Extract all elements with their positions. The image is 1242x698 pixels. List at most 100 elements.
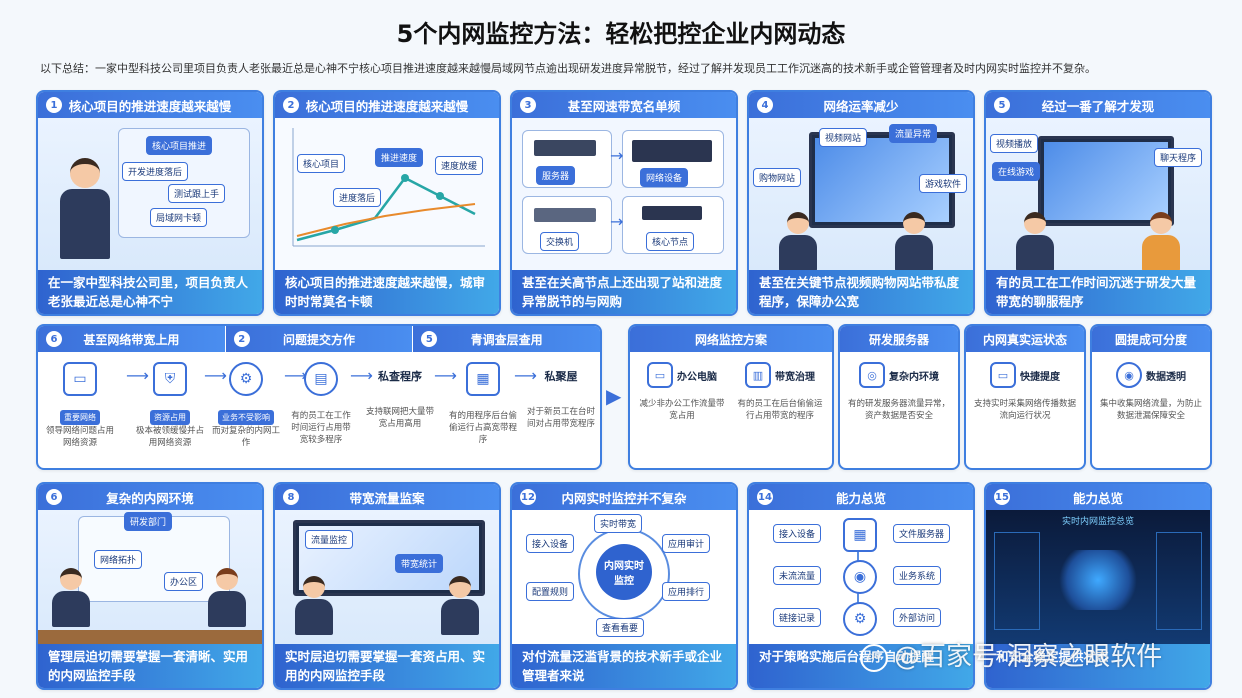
panel-network-plan: 网络监控方案 ▭办公电脑 减少非办公工作流量带宽占用 ▥带宽治理 有的员工在后台… bbox=[628, 324, 834, 470]
card-number: 4 bbox=[757, 97, 773, 113]
watermark-text: @百家号·洞察之眼软件 bbox=[894, 642, 1163, 672]
card-title: 能力总览 bbox=[1072, 490, 1123, 506]
panel-title: 圆提成可分度 bbox=[1092, 326, 1210, 352]
label: 网络设备 bbox=[640, 168, 689, 187]
card-title: 核心项目的推进速度越来越慢 bbox=[68, 98, 232, 114]
illustration-dashboard: 实时内网监控总览 bbox=[986, 510, 1210, 644]
desk bbox=[38, 630, 262, 644]
document-icon: ▤ bbox=[304, 362, 338, 396]
item-text: 减少非办公工作流量带宽占用 bbox=[639, 399, 725, 421]
flow-step: 私聚屋 对于新员工在台时间对占用带宽程序 bbox=[526, 362, 596, 430]
label: 网络拓扑 bbox=[94, 550, 143, 569]
label: 核心项目 bbox=[297, 154, 346, 173]
arrow-icon: → bbox=[610, 212, 624, 231]
page-title: 5个内网监控方法：轻松把控企业内网动态 bbox=[396, 20, 846, 48]
label: 流量异常 bbox=[889, 124, 938, 143]
step-title: 私查程序 bbox=[378, 370, 422, 383]
label: 购物网站 bbox=[753, 168, 802, 187]
label: 进度落后 bbox=[333, 188, 382, 207]
label: 流量监控 bbox=[305, 530, 354, 549]
hub-node: 实时带宽 bbox=[594, 514, 643, 533]
capability-node: 文件服务器 bbox=[893, 524, 951, 543]
gear-icon: ⚙ bbox=[229, 362, 263, 396]
network-node-icon bbox=[642, 206, 702, 220]
dashboard-title: 实时内网监控总览 bbox=[1061, 517, 1134, 527]
dashboard-panel bbox=[1156, 532, 1202, 630]
label: 开发进度落后 bbox=[122, 162, 189, 181]
panel-item: ▥带宽治理 有的员工在后台偷偷运行占用带宽的程序 bbox=[734, 362, 826, 422]
router-icon bbox=[632, 140, 712, 162]
card-caption: 有的员工在工作时间沉迷于研发大量带宽的聊服程序 bbox=[986, 270, 1210, 314]
label: 局域网卡顿 bbox=[150, 208, 208, 227]
card-title: 核心项目的推进速度越来越慢 bbox=[305, 98, 469, 114]
label: 研发部门 bbox=[124, 512, 173, 531]
section-number: 6 bbox=[46, 331, 62, 347]
server-icon bbox=[534, 140, 596, 156]
card-number: 1 bbox=[46, 97, 62, 113]
panel-network-status: 内网真实运状态 ▭快捷提度 支持实时采集网络传播数据流向运行状况 bbox=[964, 324, 1086, 470]
step-tag: 业务不受影响 bbox=[218, 410, 274, 425]
hub-node: 配置规则 bbox=[526, 582, 575, 601]
capability-node: 链接记录 bbox=[773, 608, 822, 627]
card-caption: 对付流量泛滥背景的技术新手或企业管理者来说 bbox=[512, 644, 736, 688]
arrow-icon: ⟶ bbox=[434, 366, 457, 385]
arrow-icon: ⟶ bbox=[126, 366, 149, 385]
arrow-icon: → bbox=[610, 146, 624, 165]
card-title: 内网实时监控并不复杂 bbox=[561, 490, 687, 506]
flow-step: ▦ 有的用程序后台偷偷运行占高宽带程序 bbox=[448, 362, 518, 446]
card-number: 2 bbox=[283, 97, 299, 113]
card-title: 能力总览 bbox=[835, 490, 886, 506]
flow-step: ⚙ 业务不受影响 而对复杂的内网工作 bbox=[208, 362, 284, 449]
card-number: 3 bbox=[520, 97, 536, 113]
capability-node: 接入设备 bbox=[773, 524, 822, 543]
dashboard-panel bbox=[994, 532, 1040, 630]
flow-step: ▤ 有的员工在工作时间运行占用带宽较多程序 bbox=[288, 362, 354, 446]
city-visual bbox=[1056, 550, 1140, 610]
capability-node: 业务系统 bbox=[893, 566, 942, 585]
database-icon: ◉ bbox=[843, 560, 877, 594]
employee-figure bbox=[208, 568, 246, 627]
shield-icon: ⛨ bbox=[153, 362, 187, 396]
step-text: 对于新员工在台时间对占用带宽程序 bbox=[526, 407, 595, 429]
section-title: 甚至网络带宽上用 bbox=[83, 332, 180, 347]
label: 聊天程序 bbox=[1154, 148, 1203, 167]
switch-icon bbox=[534, 208, 596, 222]
employee-figure bbox=[295, 576, 333, 635]
illustration-manager: 核心项目推进 开发进度落后 测试跟上手 局域网卡顿 bbox=[38, 118, 262, 270]
card-caption: 甚至在关高节点上还出现了站和进度异常脱节的与网购 bbox=[512, 270, 736, 314]
label: 游戏软件 bbox=[919, 174, 968, 193]
flow-step: ⛨ 资源占用 极本被领缓慢并占用网络资源 bbox=[134, 362, 206, 449]
panel-title: 研发服务器 bbox=[840, 326, 958, 352]
hub-node: 应用审计 bbox=[662, 534, 711, 553]
capability-node: 外部访问 bbox=[893, 608, 942, 627]
label: 核心节点 bbox=[646, 232, 695, 251]
label: 交换机 bbox=[540, 232, 580, 251]
panel-data-transparency: 圆提成可分度 ◉数据透明 集中收集网络流量，为防止数据泄漏保障安全 bbox=[1090, 324, 1212, 470]
arrow-icon: ⟶ bbox=[284, 366, 307, 385]
label: 核心项目推进 bbox=[146, 136, 213, 155]
illustration-employees: 视频播放 在线游戏 聊天程序 bbox=[986, 118, 1210, 271]
card-caption: 在一家中型科技公司里，项目负责人老张最近总是心神不宁 bbox=[38, 270, 262, 314]
panel-item: ▭办公电脑 减少非办公工作流量带宽占用 bbox=[636, 362, 728, 422]
employee-figure bbox=[441, 576, 479, 635]
label: 服务器 bbox=[536, 166, 576, 185]
card-number: 6 bbox=[46, 489, 62, 505]
section-number: 5 bbox=[421, 331, 438, 347]
illustration-network-devices: 服务器 网络设备 交换机 核心节点 → → bbox=[512, 118, 736, 270]
flow-step: 私查程序 支持联网把大量带宽占用高用 bbox=[364, 362, 436, 430]
server-icon: ◎ bbox=[859, 362, 885, 388]
arrow-icon: ▶ bbox=[606, 384, 622, 408]
employee-figure bbox=[779, 212, 817, 271]
card-number: 8 bbox=[283, 489, 299, 505]
server-icon: ▦ bbox=[466, 362, 500, 396]
manager-figure bbox=[60, 158, 110, 259]
label: 视频网站 bbox=[819, 128, 868, 147]
panel-rd-server: 研发服务器 ◎复杂内环境 有的研发服务器流量异常，资产数据是否安全 bbox=[838, 324, 960, 470]
